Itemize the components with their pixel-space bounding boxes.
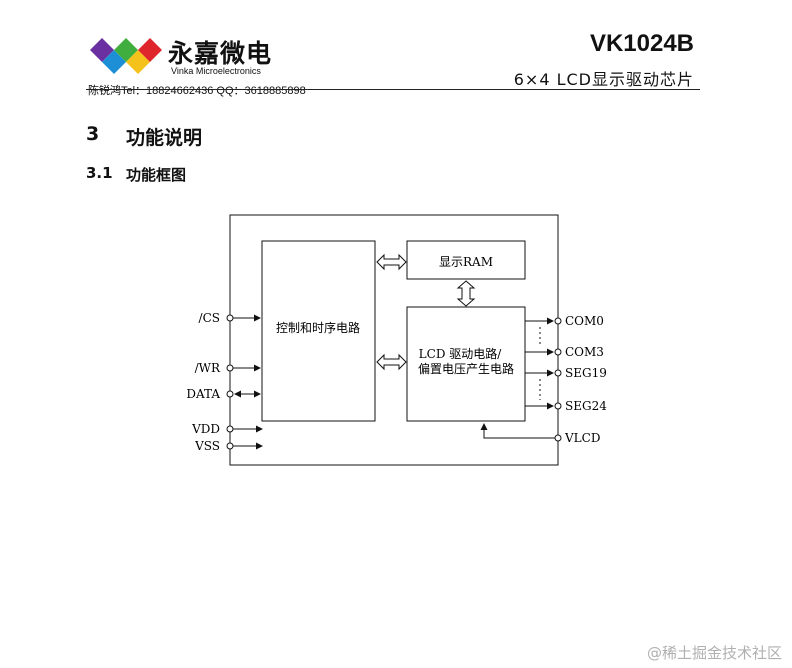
pin-seg19-terminal	[554, 369, 562, 377]
pin-vss-terminal	[226, 442, 234, 450]
pin-seg19-label: SEG19	[565, 366, 607, 380]
watermark-text: @稀土掘金技术社区	[646, 644, 782, 662]
pin-vdd-label: VDD	[191, 422, 220, 436]
company-name-cn: 永嘉微电	[168, 39, 273, 68]
pin-vlcd-label: VLCD	[564, 431, 600, 445]
header-divider	[86, 89, 700, 90]
pin-com0-label: COM0	[565, 314, 604, 328]
document-subtitle: 6×4 LCD显示驱动芯片	[513, 70, 694, 89]
control-timing-block	[261, 240, 376, 422]
pin-com3-label: COM3	[565, 345, 604, 359]
display-ram-block	[406, 240, 526, 280]
pin-wr-label: /WR	[195, 361, 221, 375]
section-title: 功能说明	[126, 127, 203, 149]
pin-seg24-terminal	[554, 402, 562, 410]
pin-vlcd-terminal	[554, 434, 562, 442]
pin-vlcd-line	[480, 423, 555, 439]
control-timing-label: 控制和时序电路	[276, 320, 360, 335]
pin-com3-terminal	[554, 348, 562, 356]
lcd-driver-label-line2: 偏置电压产生电路	[418, 361, 514, 376]
pin-data-label: DATA	[186, 387, 220, 401]
chip-outline	[229, 214, 559, 466]
lcd-driver-label-line1: LCD 驱动电路/	[419, 346, 503, 361]
subsection-number: 3.1	[86, 164, 113, 182]
pin-vdd-terminal	[226, 425, 234, 433]
company-logo-mark	[90, 38, 162, 74]
pin-cs-label: /CS	[199, 311, 220, 325]
control-ram-bus-arrow	[376, 253, 407, 271]
contact-info: 陈锐鸿Tel：18824662436 QQ：3618885898	[88, 85, 306, 97]
logo-diamond-red	[138, 38, 162, 62]
control-driver-bus-arrow	[376, 353, 407, 371]
pin-seg24-label: SEG24	[565, 399, 607, 413]
pin-wr-terminal	[226, 364, 234, 372]
pin-com0-terminal	[554, 317, 562, 325]
pin-vss-label: VSS	[194, 439, 220, 453]
subsection-title: 功能框图	[126, 166, 187, 184]
section-number: 3	[86, 123, 100, 145]
pin-data-terminal	[226, 390, 234, 398]
display-ram-label: 显示RAM	[439, 255, 493, 269]
pin-cs-terminal	[226, 314, 234, 322]
ram-driver-bus-arrow	[456, 280, 476, 307]
company-name-en: Vinka Microelectronics	[171, 66, 261, 76]
part-number: VK1024B	[589, 30, 694, 57]
lcd-driver-block	[406, 306, 526, 422]
